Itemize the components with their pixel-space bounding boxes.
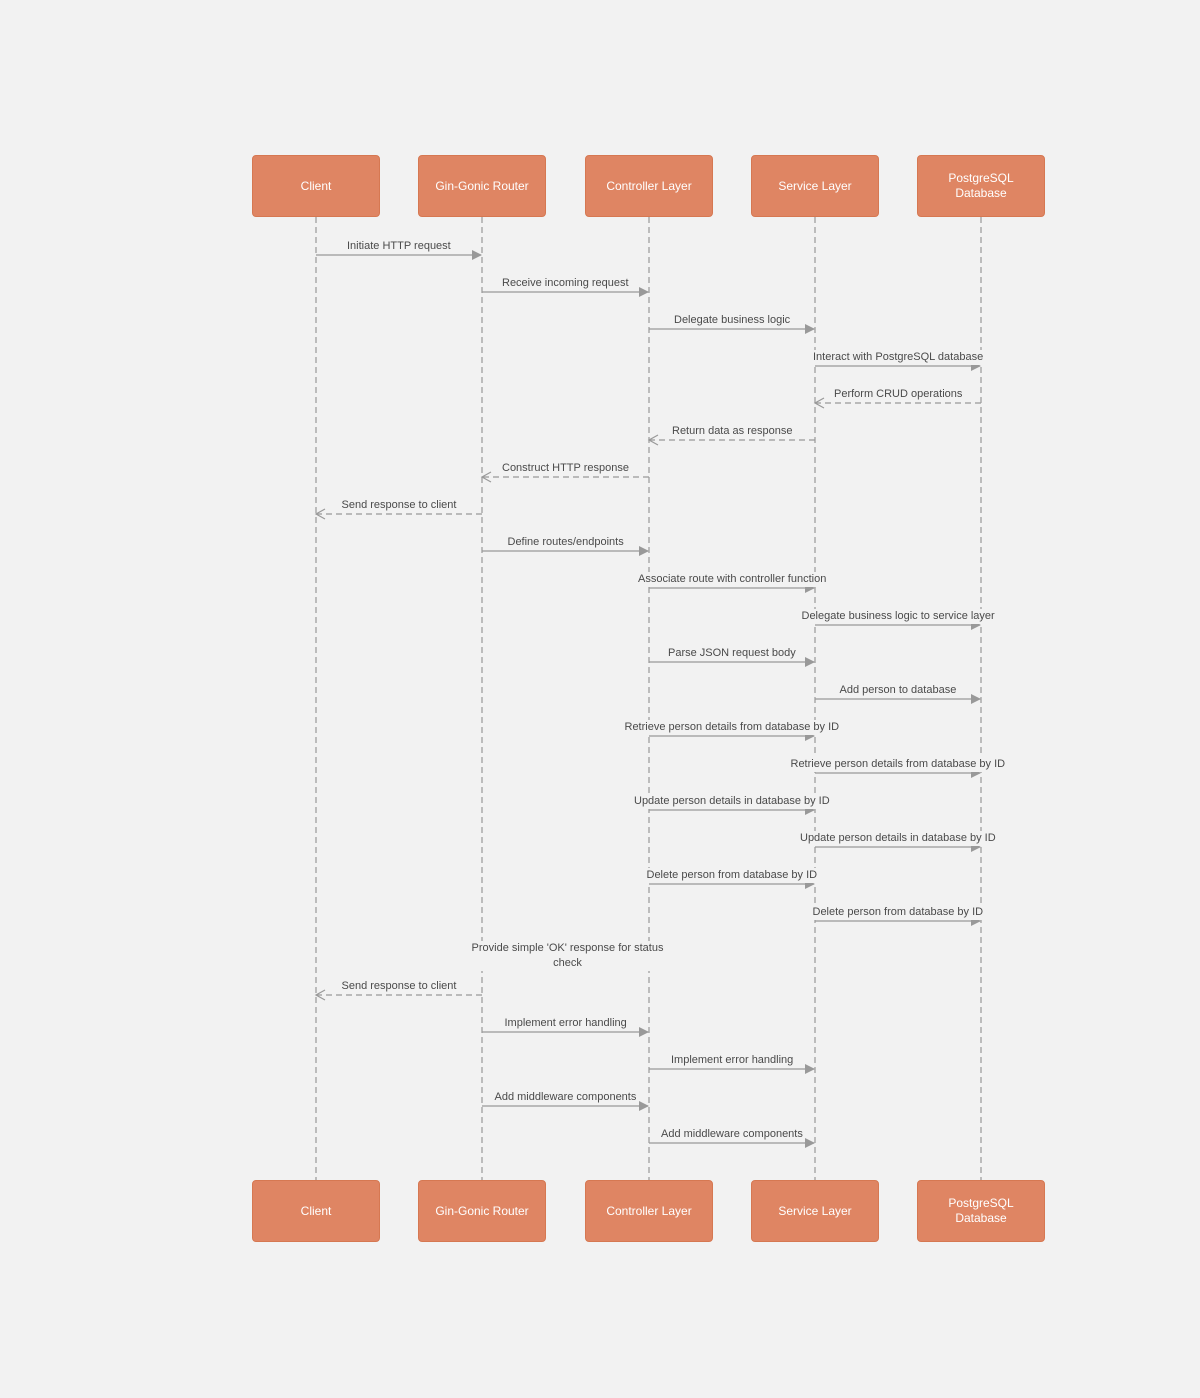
note-block: [155, 153, 237, 281]
message-arrow: [649, 324, 815, 334]
participant-label: Service Layer: [778, 178, 852, 193]
message-label: Perform CRUD operations: [832, 387, 965, 402]
message-arrow: [649, 1064, 815, 1074]
message-label: Provide simple 'OK' response for status …: [460, 941, 675, 971]
message-label: Delete person from database by ID: [810, 905, 986, 920]
message-label: Initiate HTTP request: [345, 239, 453, 254]
message-label: Update person details in database by ID: [798, 831, 998, 846]
message-arrow: [482, 1027, 649, 1037]
message-arrow: [649, 1138, 815, 1148]
participant-controller-top[interactable]: Controller Layer: [585, 155, 713, 217]
participant-service-top[interactable]: Service Layer: [751, 155, 879, 217]
participant-service-bottom[interactable]: Service Layer: [751, 1180, 879, 1242]
message-arrow: [815, 694, 981, 704]
message-label: Associate route with controller function: [636, 572, 829, 587]
participant-label: Client: [300, 178, 332, 193]
participant-client-bottom[interactable]: Client: [252, 1180, 380, 1242]
message-label: Retrieve person details from database by…: [788, 757, 1008, 772]
message-label: Return data as response: [670, 424, 795, 439]
message-arrow: [813, 397, 981, 409]
participant-label: PostgreSQL Database: [948, 171, 1014, 200]
message-label: Add person to database: [837, 683, 959, 698]
message-label: Update person details in database by ID: [632, 794, 832, 809]
message-arrow: [482, 287, 649, 297]
message-label: Delete person from database by ID: [644, 868, 820, 883]
message-label: Add middleware components: [492, 1090, 639, 1105]
participant-label: Controller Layer: [606, 1203, 692, 1218]
message-label: Receive incoming request: [500, 276, 631, 291]
participant-database-top[interactable]: PostgreSQL Database: [917, 155, 1045, 217]
message-label: Delegate business logic: [672, 313, 793, 328]
participant-label: Gin-Gonic Router: [435, 178, 529, 193]
participant-label: Gin-Gonic Router: [435, 1203, 529, 1218]
message-label: Implement error handling: [502, 1016, 629, 1031]
message-arrow: [482, 546, 649, 556]
message-label: Define routes/endpoints: [505, 535, 626, 550]
message-arrow: [316, 250, 482, 260]
message-label: Send response to client: [339, 498, 459, 513]
participant-database-bottom[interactable]: PostgreSQL Database: [917, 1180, 1045, 1242]
message-arrow: [314, 989, 482, 1001]
message-label: Interact with PostgreSQL database: [811, 350, 986, 365]
participant-client-top[interactable]: Client: [252, 155, 380, 217]
message-label: Parse JSON request body: [666, 646, 798, 661]
participant-router-bottom[interactable]: Gin-Gonic Router: [418, 1180, 546, 1242]
message-arrow: [649, 657, 815, 667]
message-arrow: [314, 508, 482, 520]
participant-label: Controller Layer: [606, 178, 692, 193]
message-label: Retrieve person details from database by…: [622, 720, 842, 735]
participant-label: Client: [300, 1203, 332, 1218]
message-label: Send response to client: [339, 979, 459, 994]
message-label: Add middleware components: [659, 1127, 805, 1142]
participant-label: PostgreSQL Database: [948, 1196, 1014, 1225]
message-label: Delegate business logic to service layer: [799, 609, 997, 624]
participant-router-top[interactable]: Gin-Gonic Router: [418, 155, 546, 217]
participant-label: Service Layer: [778, 1203, 852, 1218]
message-arrow: [647, 434, 815, 446]
message-label: Construct HTTP response: [500, 461, 631, 476]
participant-controller-bottom[interactable]: Controller Layer: [585, 1180, 713, 1242]
message-label: Implement error handling: [669, 1053, 796, 1068]
message-arrow: [480, 471, 649, 483]
message-arrow: [482, 1101, 649, 1111]
